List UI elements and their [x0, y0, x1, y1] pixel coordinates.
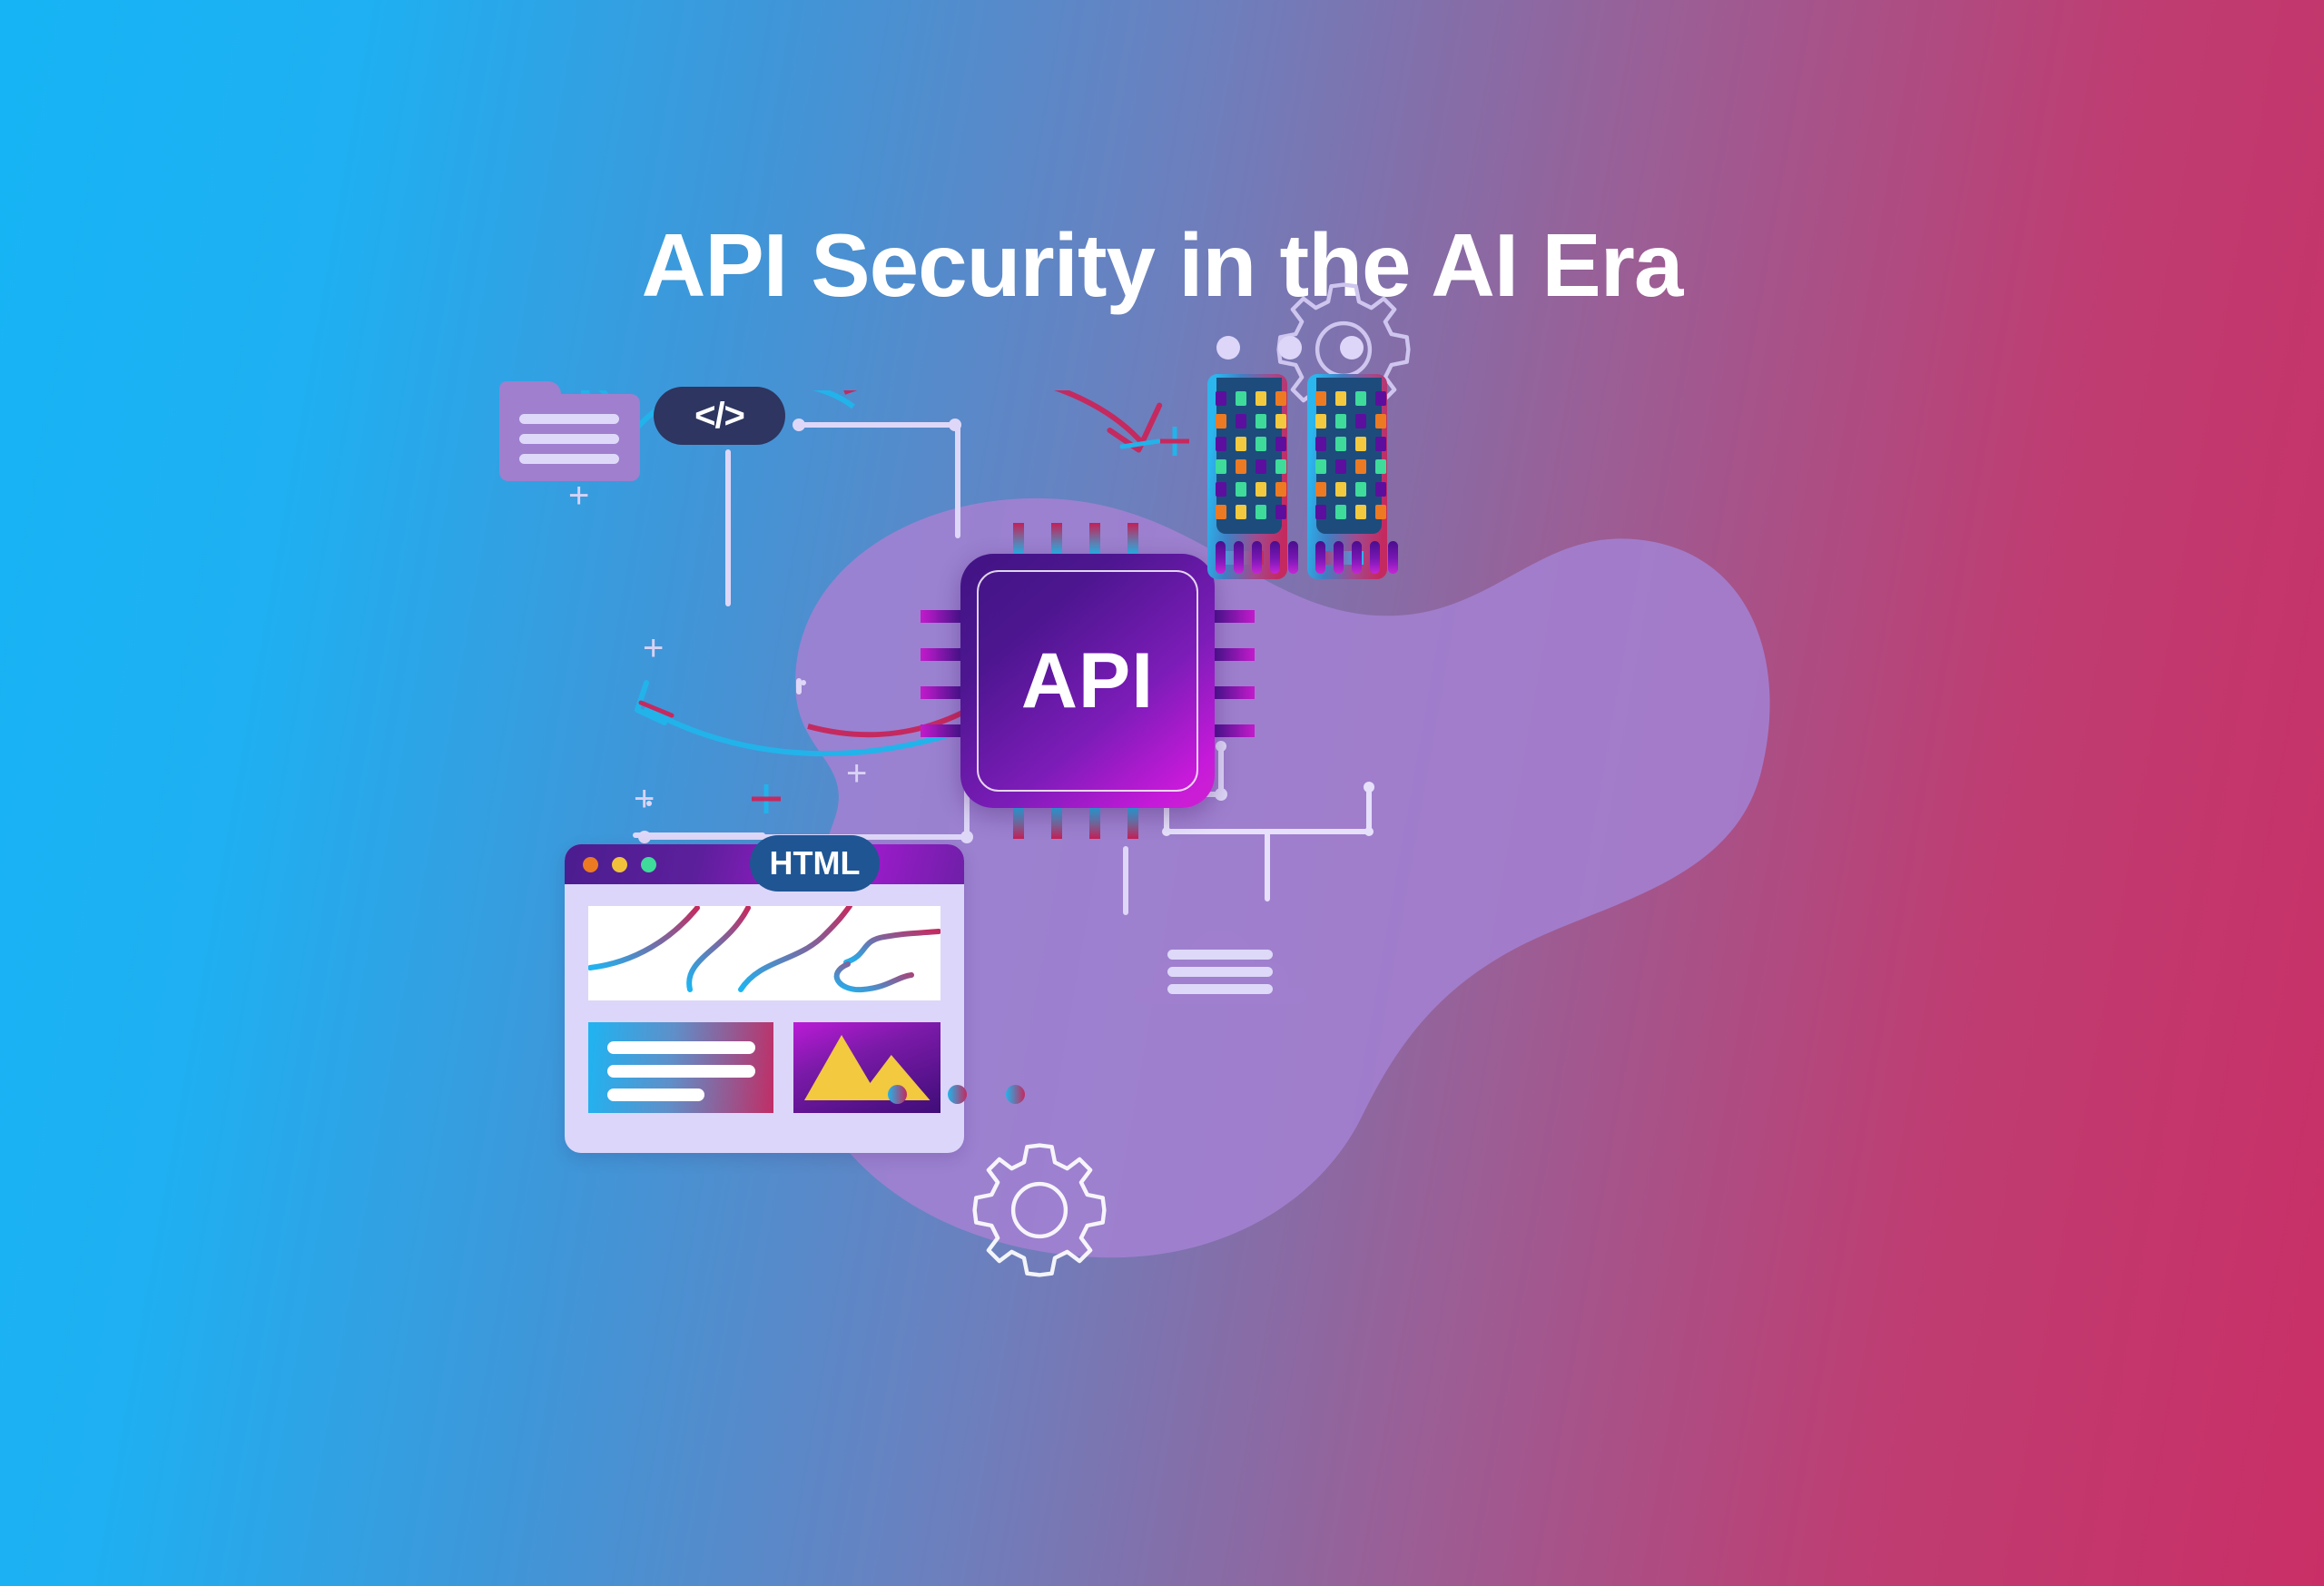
api-illustration: API — [499, 282, 1779, 1407]
html-badge[interactable]: HTML — [750, 835, 880, 892]
plus-mark-icon: + — [643, 628, 665, 668]
plus-mark-icon: + — [568, 476, 590, 516]
page-title: API Security in the AI Era — [641, 215, 1684, 315]
image-card — [793, 1022, 940, 1113]
content-cards — [588, 1022, 940, 1113]
api-chip-inner-border — [977, 570, 1198, 792]
folder-icon — [499, 381, 640, 481]
code-badge-label: </> — [694, 395, 745, 436]
plus-mark-accent-icon — [1160, 427, 1189, 456]
status-dot — [1216, 336, 1240, 360]
api-chip-label: API — [1020, 636, 1155, 724]
server-panel — [1216, 378, 1282, 534]
accent-dot — [948, 1085, 967, 1104]
traffic-light-minimize[interactable] — [612, 856, 627, 872]
text-card — [588, 1022, 773, 1113]
server-led-grid — [1315, 391, 1386, 519]
server-led-grid — [1216, 391, 1286, 519]
code-badge[interactable]: </> — [654, 387, 785, 445]
api-chip[interactable]: API — [921, 523, 1255, 839]
html-badge-label: HTML — [769, 844, 861, 882]
line-chart-panel — [588, 906, 940, 1000]
plus-mark-icon: + — [634, 779, 655, 819]
cloud-icon — [1135, 926, 1307, 1004]
mountain-icon — [803, 1035, 931, 1100]
status-dot — [1278, 336, 1302, 360]
server-rack-2[interactable] — [1307, 374, 1398, 579]
status-dot — [1340, 336, 1364, 360]
server-slots — [1216, 541, 1298, 574]
gear-bottom-icon — [972, 1143, 1107, 1277]
browser-content — [565, 884, 964, 1113]
traffic-light-maximize[interactable] — [641, 856, 656, 872]
server-rack-1[interactable] — [1207, 374, 1298, 579]
browser-window-mockup[interactable] — [565, 844, 964, 1153]
plus-mark-icon: + — [846, 754, 868, 793]
server-panel — [1316, 378, 1382, 534]
accent-dot — [1006, 1085, 1025, 1104]
plus-mark-accent-icon — [752, 784, 781, 813]
accent-dot — [888, 1085, 907, 1104]
server-slots — [1315, 541, 1398, 574]
traffic-light-close[interactable] — [583, 856, 598, 872]
squiggle-lines — [588, 906, 940, 993]
api-chip-body: API — [960, 554, 1215, 808]
folder-body — [499, 394, 640, 481]
